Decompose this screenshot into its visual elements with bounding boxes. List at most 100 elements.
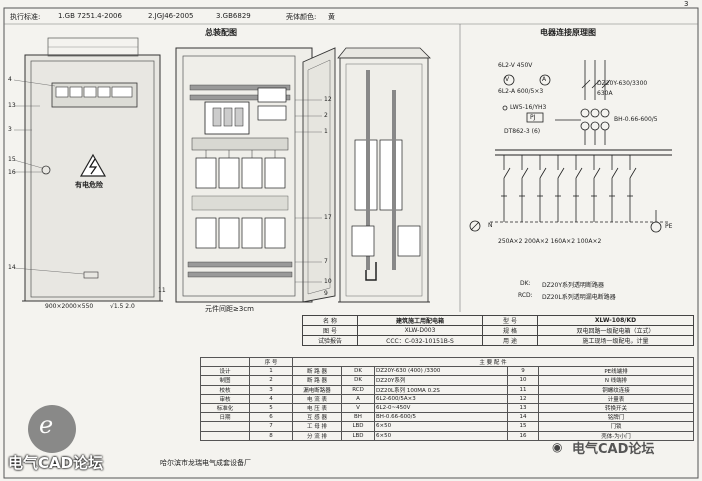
callout-left-0: 4 (8, 76, 12, 83)
shell-color-label: 壳体颜色: (286, 13, 317, 21)
parts-cell: 分 流 排 (292, 430, 342, 441)
parts-cell: DK (341, 366, 375, 377)
parts-cell: 6×50 (374, 421, 508, 432)
spec-cell: 双电回路一级配电箱（立式） (537, 325, 694, 336)
parts-cell: N 线端排 (538, 375, 694, 386)
callout-bottom: 11 (158, 287, 166, 294)
parts-cell: 转换开关 (538, 402, 694, 414)
parts-cell: 9 (507, 366, 539, 377)
enclosure-front-view (13, 37, 163, 302)
callout-right-0: 12 (324, 96, 332, 103)
callout-right-3: 17 (324, 214, 332, 221)
spec-row: 试验报告 CCC：C-032-10151B-S 用 途 施工现场一级配电，计量 (302, 335, 694, 346)
switch-label: LW5-16/YH3 (510, 104, 547, 111)
standard-2: 2.JGJ46-2005 (148, 12, 194, 20)
watermark-left: 电气CAD论坛 (8, 454, 104, 472)
standards-label: 执行标准: (10, 13, 41, 21)
enclosure-dimension: 900×2000×550 (45, 303, 94, 310)
title-block-cell (200, 421, 250, 432)
parts-cell: 门锁 (538, 421, 694, 432)
slope-label: √1.5 2.0 (110, 303, 135, 310)
spec-cell: 图 号 (302, 325, 358, 336)
parts-cell: LBD (341, 421, 375, 432)
parts-cell: DZ20Y系列 (374, 375, 508, 386)
spec-cell: XLW-D003 (357, 325, 483, 336)
general-assembly-title: 总装配图 (205, 28, 237, 37)
forum-logo: e (28, 405, 76, 453)
parts-cell: 13 (507, 402, 539, 414)
parts-cell: 漏电断路器 (292, 384, 342, 395)
callout-right-2: 1 (324, 128, 328, 135)
parts-cell: V (341, 402, 375, 414)
parts-cell: 14 (507, 412, 539, 423)
spec-cell: 规 格 (482, 325, 538, 336)
parts-cell: 7 (249, 421, 293, 432)
note-dk-key: DK: (520, 280, 531, 287)
spec-cell: 施工现场一级配电，计量 (537, 335, 694, 346)
parts-cell: 5 (249, 402, 293, 414)
spec-cell: 型 号 (482, 315, 538, 326)
title-block-cell (200, 430, 250, 441)
spec-cell: XLW-108/KD (537, 315, 694, 326)
parts-cell: RCD (341, 384, 375, 395)
spec-row: 名 称 建筑施工用配电箱 型 号 XLW-108/KD (302, 315, 694, 326)
callout-left-3: 15 (8, 156, 16, 163)
parts-cell: 12 (507, 393, 539, 404)
callout-left-2: 3 (8, 126, 12, 133)
parts-cell: DZ20L系列 100MA 0.2S (374, 384, 508, 395)
standard-1: 1.GB 7251.4-2006 (58, 12, 122, 20)
pe-label: PE (665, 223, 673, 230)
component-spacing-label: 元件间距≥3cm (205, 305, 254, 313)
spec-cell: 建筑施工用配电箱 (357, 315, 483, 326)
parts-cell: 1 (249, 366, 293, 377)
spec-cell: 用 途 (482, 335, 538, 346)
parts-cell: 铜螺纹连接 (538, 384, 694, 395)
title-block-cell: 标准化 (200, 402, 250, 414)
parts-header-row: 序 号 主 要 配 件 (200, 356, 694, 368)
n-label: N (488, 222, 493, 229)
fuse-label: PJ (530, 114, 536, 121)
callout-left-4: 16 (8, 169, 16, 176)
branch-ratings: 250A×2 200A×2 160A×2 100A×2 (498, 238, 602, 245)
spec-cell: CCC：C-032-10151B-S (357, 335, 483, 346)
parts-cell: DZ20Y-630 (400) /3300 (374, 366, 508, 377)
callout-left-1: 13 (8, 102, 16, 109)
ammeter-symbol: A (542, 76, 547, 83)
parts-cell: 11 (507, 384, 539, 395)
company-name: 哈尔滨市龙瑞电气成套设备厂 (160, 459, 251, 467)
parts-cell: 6×50 (374, 430, 508, 441)
note-rcd: DZ20L系列透明漏电断路器 (542, 294, 616, 301)
parts-cell: A (341, 393, 375, 404)
forum-logo-glyph: e (39, 411, 54, 439)
parts-cell: DK (341, 375, 375, 386)
breaker-current: 630A (597, 90, 613, 97)
ct-label: BH-0.66-600/5 (614, 116, 658, 123)
title-block-cell: 校核 (200, 384, 250, 395)
parts-cell: 16 (507, 430, 539, 441)
parts-cell: 3 (249, 384, 293, 395)
parts-cell: 工 母 排 (292, 421, 342, 432)
warning-text: 有电危险 (75, 181, 103, 189)
parts-cell: 2 (249, 375, 293, 386)
parts-cell: 10 (507, 375, 539, 386)
parts-header-title: 主 要 配 件 (292, 356, 694, 368)
enclosure-side-view (337, 47, 431, 303)
title-block-cell: 日期 (200, 412, 250, 423)
watermark-right: 电气CAD论坛 (572, 442, 655, 457)
title-block-cell: 设计 (200, 366, 250, 377)
parts-cell: 电 流 表 (292, 393, 342, 404)
callout-right-5: 10 (324, 278, 332, 285)
standard-3: 3.GB6829 (216, 12, 251, 20)
callout-right-4: 7 (324, 258, 328, 265)
parts-cell: BH (341, 412, 375, 423)
meter-v-spec: 6L2-V 450V (498, 62, 533, 69)
enclosure-interior-view (175, 47, 336, 303)
